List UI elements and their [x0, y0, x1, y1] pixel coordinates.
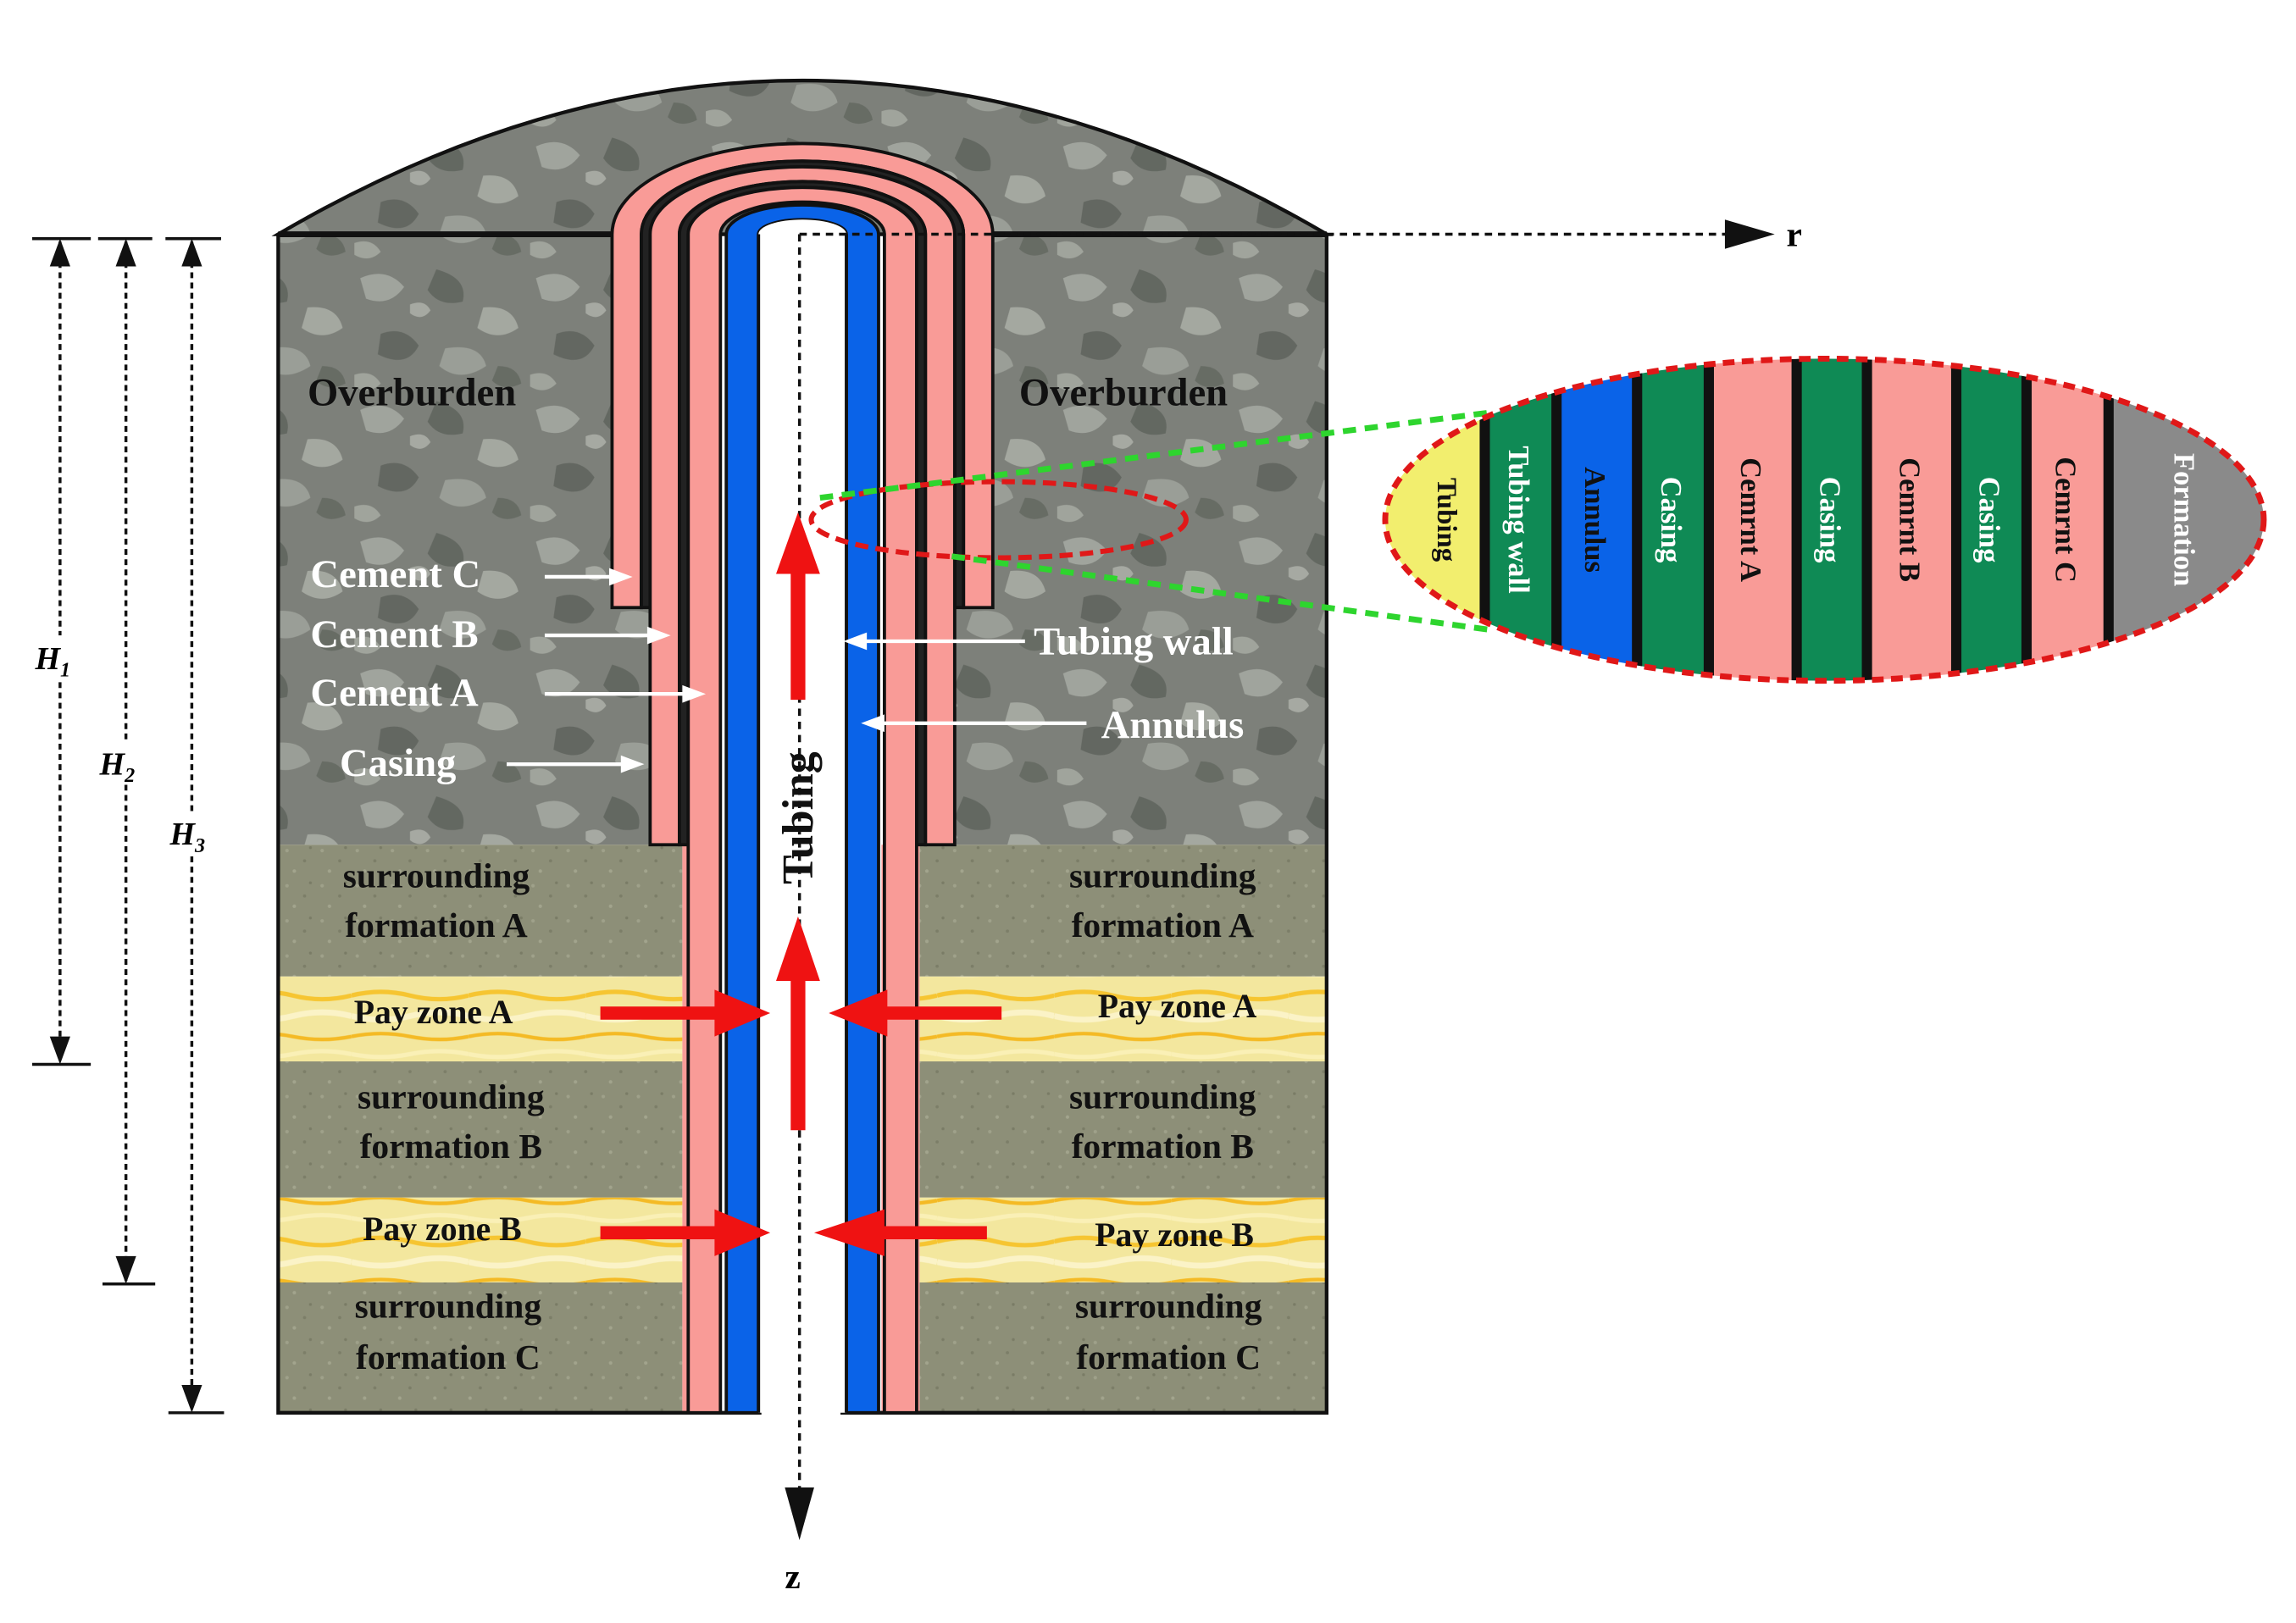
cross-section-label-7: Cemrnt B — [1893, 457, 1925, 582]
tubing-wall-label: Tubing wall — [1034, 620, 1234, 664]
cement-a-label: Cement A — [310, 671, 479, 715]
cross-section-divider — [2021, 358, 2033, 681]
surrounding-c-right-line1: surrounding — [1075, 1286, 1262, 1325]
r-axis-arrowhead — [1724, 219, 1775, 249]
pay-zone-b-left-label: Pay zone B — [363, 1210, 522, 1248]
surrounding-b-right-line2: formation B — [1072, 1127, 1254, 1166]
well-completion — [610, 141, 995, 1415]
cross-section-label-6: Casing — [1813, 477, 1845, 563]
cross-section-divider — [1551, 358, 1562, 681]
r-axis-label: r — [1787, 214, 1802, 253]
earth-outline — [276, 234, 1329, 1415]
cross-section-labels: Tubing Tubing wall Annulus Casing Cemrnt A Ca… — [1431, 446, 2199, 594]
zoom-region-ring — [808, 479, 1189, 561]
pay-zone-b-right-label: Pay zone B — [1095, 1216, 1254, 1254]
cross-section-divider — [1861, 358, 1872, 681]
cross-section-divider — [2103, 358, 2114, 681]
cross-section-label-5: Cemrnt A — [1734, 457, 1766, 582]
casing-label: Casing — [340, 741, 456, 785]
surrounding-formation-c-right — [919, 1282, 1327, 1413]
callout-arrows — [506, 568, 1087, 773]
pay-zone-a-left-inflow — [714, 989, 771, 1037]
depth-labels: H1 H2 H3 — [26, 635, 226, 857]
cross-section-label-8: Casing — [1973, 477, 2005, 563]
tubing-bore — [758, 219, 846, 1413]
h3-label: H3 — [169, 817, 205, 857]
cross-section-label-3: Annulus — [1578, 467, 1611, 573]
cross-section-band-5 — [1708, 358, 1797, 681]
surrounding-a-right-line2: formation A — [1072, 906, 1254, 944]
cross-section-outline — [1382, 355, 2267, 684]
cross-section-zoom — [1384, 358, 2264, 681]
surrounding-formation-b-right — [919, 1061, 1327, 1198]
section-labels: Overburden Overburden Cement C Cement B … — [308, 371, 1262, 1377]
cross-section-band-9 — [2026, 358, 2109, 681]
surrounding-a-left-line2: formation A — [345, 906, 527, 944]
overburden-label-left: Overburden — [308, 371, 516, 415]
flow-arrows — [600, 512, 1002, 1256]
surrounding-b-left-line1: surrounding — [358, 1077, 545, 1116]
surrounding-a-left-line1: surrounding — [343, 856, 530, 895]
cement-c-label: Cement C — [310, 552, 480, 596]
cross-section-band-7 — [1866, 358, 1957, 681]
zoom-guide-top — [819, 409, 1489, 501]
axes: r z — [785, 214, 1802, 1596]
h2-label: H2 — [99, 746, 136, 787]
pay-zone-a-right-label: Pay zone A — [1098, 988, 1257, 1025]
tubing-label: Tubing — [774, 751, 823, 884]
surrounding-b-left-line2: formation B — [360, 1127, 542, 1166]
surrounding-c-left-line1: surrounding — [355, 1286, 542, 1325]
cross-section-label-2: Tubing wall — [1502, 446, 1534, 594]
surrounding-formation-c-left — [278, 1282, 683, 1413]
cross-section-divider — [1703, 358, 1714, 681]
cross-section-band-4 — [1637, 358, 1709, 681]
surrounding-formation-a-left — [278, 845, 683, 977]
tubing-upflow-arrow-lower — [775, 916, 820, 981]
cross-section-divider — [1632, 358, 1643, 681]
cross-section-label-1: Tubing — [1431, 478, 1461, 562]
overburden-label-right: Overburden — [1019, 371, 1228, 415]
z-axis-arrowhead — [785, 1487, 814, 1541]
surrounding-formation-b-left — [278, 1061, 683, 1198]
pay-zone-b-right — [919, 1197, 1327, 1282]
cross-section-band-8 — [1956, 358, 2027, 681]
cross-section-band-6 — [1796, 358, 1867, 681]
annulus-label: Annulus — [1101, 703, 1245, 747]
cross-section-label-10: Formation — [2168, 453, 2200, 586]
tubing-upflow-arrow-upper — [775, 512, 820, 574]
cross-section-divider — [1950, 358, 1962, 681]
cross-section-divider — [1791, 358, 1802, 681]
surrounding-c-right-line2: formation C — [1076, 1338, 1261, 1377]
surrounding-b-right-line1: surrounding — [1069, 1077, 1256, 1116]
surrounding-a-right-line1: surrounding — [1069, 856, 1256, 895]
h1-label: H1 — [34, 641, 70, 682]
surrounding-c-left-line2: formation C — [356, 1338, 541, 1377]
cross-section-label-9: Cemrnt C — [2049, 457, 2082, 583]
zoom-guide-bottom — [951, 553, 1489, 633]
cross-section-label-4: Casing — [1655, 477, 1687, 563]
surrounding-formation-a-right — [919, 845, 1327, 977]
cement-b-label: Cement B — [310, 612, 478, 656]
pay-zone-b-left — [278, 1197, 683, 1282]
pay-zone-a-right-inflow — [829, 989, 888, 1037]
pay-zone-b-right-inflow — [813, 1209, 885, 1256]
cement-a-string — [686, 186, 918, 1415]
cross-section-divider — [1479, 358, 1490, 681]
z-axis-label: z — [785, 1557, 800, 1596]
cross-section-band-3 — [1556, 358, 1638, 681]
pay-zone-a-left-label: Pay zone A — [354, 994, 513, 1031]
pay-zone-b-left-inflow — [714, 1209, 771, 1256]
